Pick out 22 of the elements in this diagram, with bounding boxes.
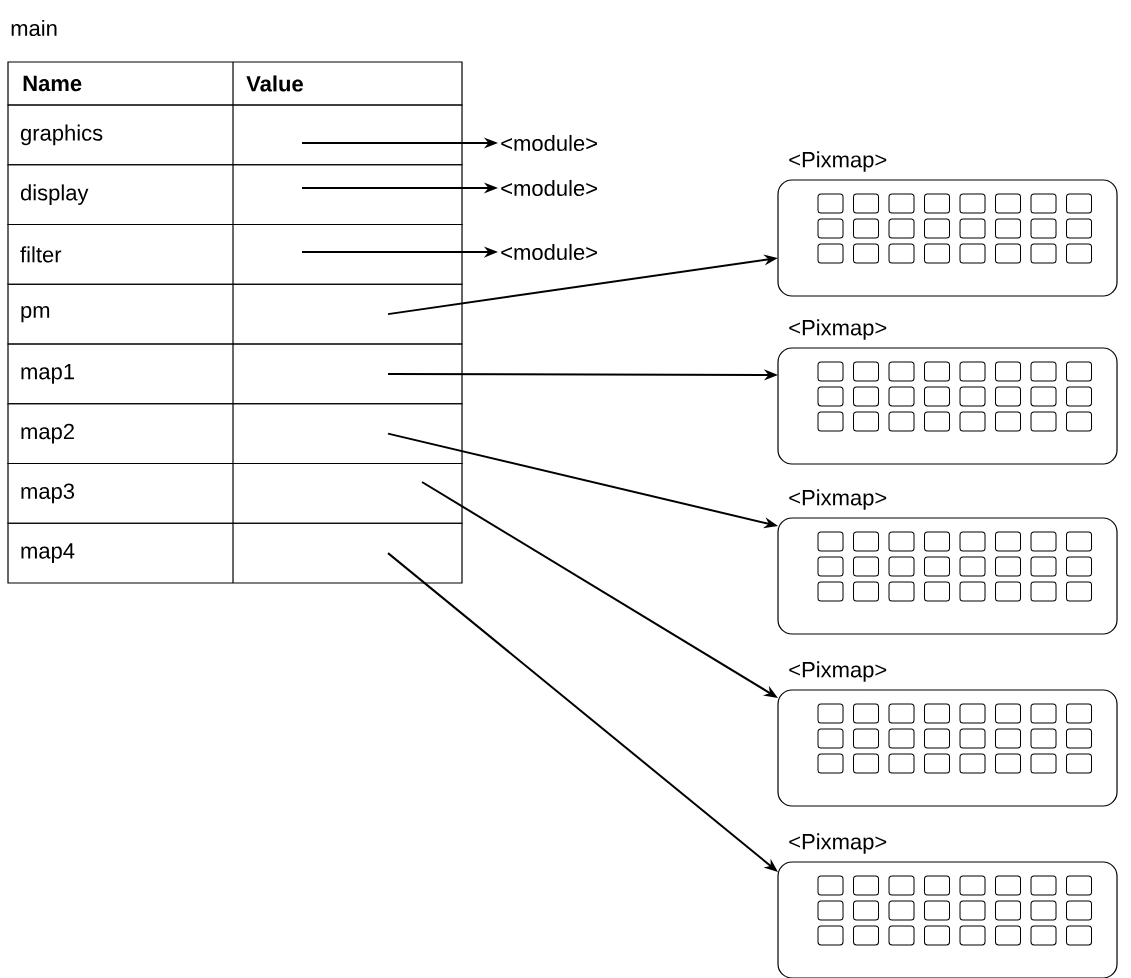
pixmap-box: <Pixmap> [777, 489, 1118, 635]
table-row: filter [7, 223, 463, 285]
node-label: <Pixmap> [789, 833, 887, 854]
heading: main [11, 19, 57, 37]
node-label: <Pixmap> [789, 489, 887, 510]
pixmap-box: <Pixmap> [777, 833, 1118, 978]
node-label: <Pixmap> [789, 661, 887, 682]
node-label: <Pixmap> [789, 319, 887, 340]
pixmap-box: <Pixmap> [777, 319, 1118, 465]
type-label: <module> [501, 243, 597, 261]
table-row: map3 [7, 462, 463, 524]
table-row: map4 [7, 522, 463, 584]
type-label: <module> [501, 134, 597, 152]
table-row: graphics [7, 104, 463, 166]
table-row: pm [7, 283, 463, 345]
table-row: map2 [7, 403, 463, 465]
table-row: display [7, 164, 463, 226]
pixmap-box: <Pixmap> [777, 661, 1118, 807]
type-label: <module> [501, 179, 597, 197]
node-label: <Pixmap> [789, 151, 887, 172]
pixmap-box: <Pixmap> [777, 151, 1118, 297]
table-row: map1 [7, 343, 463, 405]
